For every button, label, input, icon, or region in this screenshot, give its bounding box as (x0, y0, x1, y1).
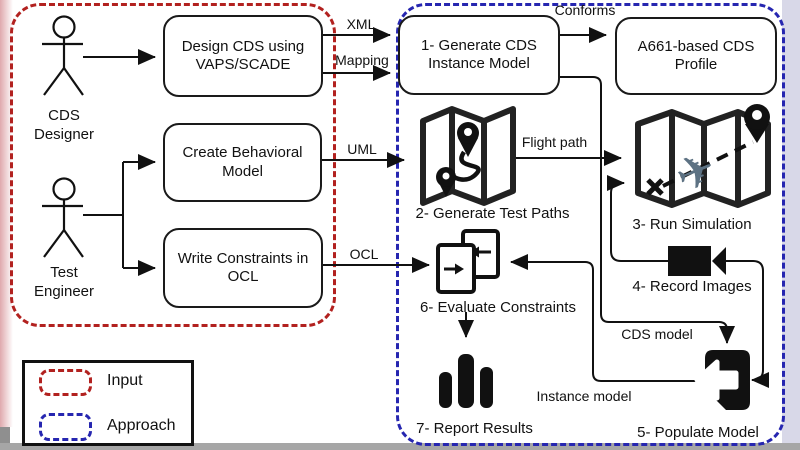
instance-model-label: Instance model (536, 388, 632, 404)
cds-designer-label: CDS Designer (33, 107, 95, 143)
legend-approach-swatch (39, 413, 92, 441)
input-group-border (10, 3, 336, 327)
mapping-label: Mapping (335, 52, 389, 68)
legend: Input Approach (22, 360, 194, 446)
step2-label: 2- Generate Test Paths (415, 205, 570, 222)
test-engineer-label: Test Engineer (33, 264, 95, 300)
generate-instance-label: 1- Generate CDS Instance Model (421, 36, 537, 72)
a661-profile-box: A661-based CDS Profile (615, 17, 777, 95)
bottom-edge-strip (0, 443, 800, 450)
step7-label: 7- Report Results (416, 420, 533, 437)
write-constraints-label: Write Constraints in OCL (177, 249, 309, 285)
conforms-label: Conforms (554, 2, 616, 18)
create-behavioral-box: Create Behavioral Model (163, 123, 322, 202)
ocl-label: OCL (349, 246, 379, 262)
step5-label: 5- Populate Model (637, 424, 759, 441)
step3-label: 3- Run Simulation (632, 216, 752, 233)
write-constraints-box: Write Constraints in OCL (163, 228, 323, 308)
legend-input-swatch (39, 369, 92, 396)
step6-label: 6- Evaluate Constraints (420, 299, 576, 316)
a661-profile-label: A661-based CDS Profile (637, 37, 755, 73)
uml-label: UML (347, 141, 377, 157)
step4-label: 4- Record Images (632, 278, 752, 295)
cds-model-label: CDS model (621, 326, 693, 342)
legend-input-label: Input (107, 372, 143, 389)
generate-instance-box: 1- Generate CDS Instance Model (398, 15, 560, 95)
design-cds-label: Design CDS using VAPS/SCADE (181, 37, 305, 73)
right-edge-strip (782, 0, 800, 450)
legend-approach-label: Approach (107, 417, 176, 434)
approach-group-border (396, 3, 785, 446)
xml-label: XML (346, 16, 376, 32)
flight-path-label: Flight path (521, 134, 588, 150)
left-bottom-corner (0, 427, 10, 450)
design-cds-box: Design CDS using VAPS/SCADE (163, 15, 323, 97)
create-behavioral-label: Create Behavioral Model (182, 144, 303, 180)
left-edge-gradient (0, 0, 13, 427)
